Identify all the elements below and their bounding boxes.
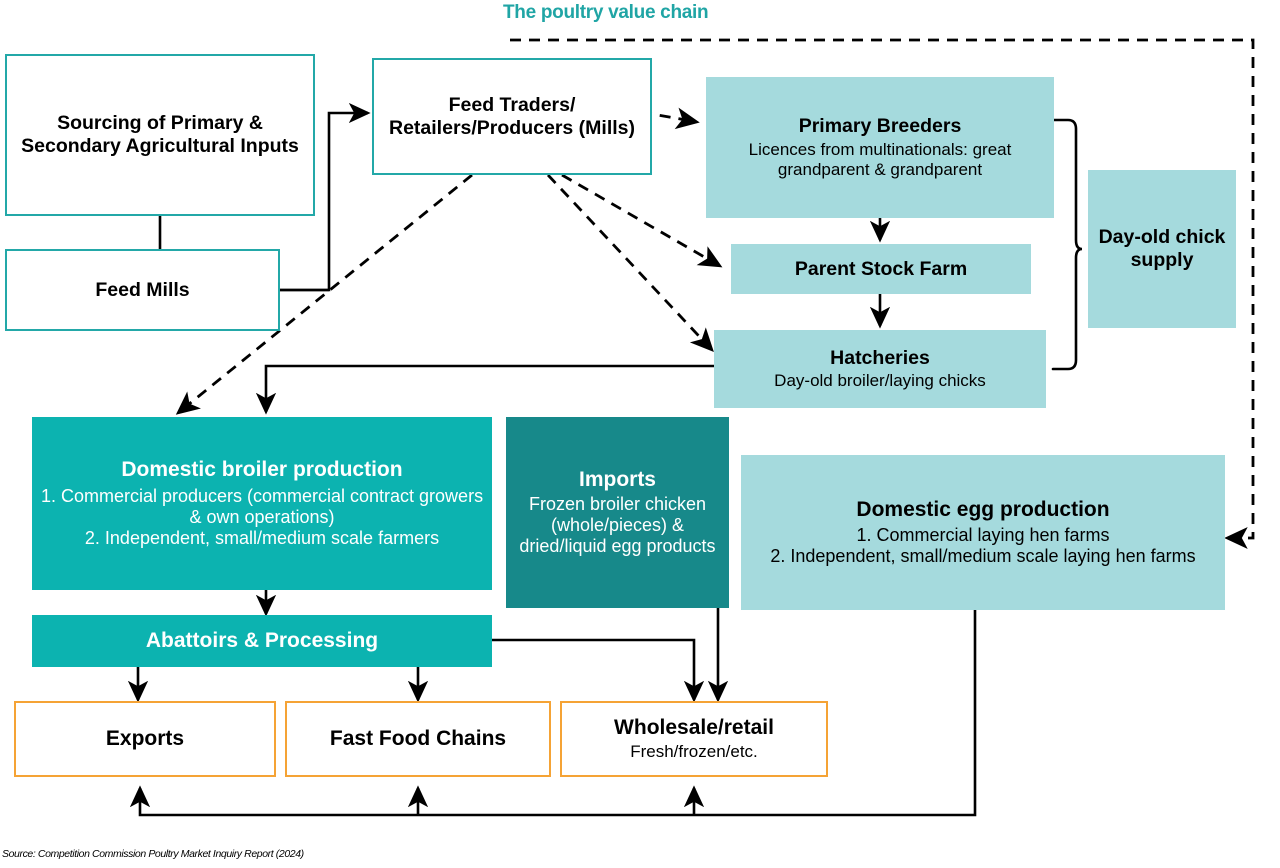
node-imports[interactable]: Imports Frozen broiler chicken (whole/pi… xyxy=(506,417,729,608)
node-primary-breeders-title: Primary Breeders xyxy=(798,115,962,138)
node-exports-title: Exports xyxy=(105,726,185,750)
node-domestic-broiler-production-sub: 1. Commercial producers (commercial cont… xyxy=(40,485,484,548)
node-fast-food-chains-title: Fast Food Chains xyxy=(329,726,507,750)
node-hatcheries[interactable]: Hatcheries Day-old broiler/laying chicks xyxy=(714,330,1046,408)
node-exports[interactable]: Exports xyxy=(14,701,276,777)
node-feed-mills-title: Feed Mills xyxy=(95,278,190,301)
node-imports-sub: Frozen broiler chicken (whole/pieces) & … xyxy=(519,494,716,557)
node-primary-breeders-sub: Licences from multinationals: great gran… xyxy=(748,140,1012,179)
node-parent-stock-farm-title: Parent Stock Farm xyxy=(794,257,968,280)
node-day-old-chick-supply-title: Day-old chick supply xyxy=(1098,226,1226,271)
node-feed-traders-title: Feed Traders/ Retailers/Producers (Mills… xyxy=(389,93,635,139)
connector-feedtraders-to-parentstock-dashed xyxy=(561,173,723,268)
node-abattoirs-processing-title: Abattoirs & Processing xyxy=(145,628,379,652)
node-parent-stock-farm[interactable]: Parent Stock Farm xyxy=(731,244,1031,294)
connector-feedtraders-to-hatcheries-dashed xyxy=(546,174,714,353)
node-hatcheries-title: Hatcheries xyxy=(830,347,930,370)
brace-day-old-chick-supply xyxy=(1051,118,1083,371)
node-sourcing-inputs[interactable]: Sourcing of Primary & Secondary Agricult… xyxy=(5,54,315,216)
node-hatcheries-sub: Day-old broiler/laying chicks xyxy=(774,370,986,390)
node-domestic-broiler-production[interactable]: Domestic broiler production 1. Commercia… xyxy=(32,417,492,590)
node-day-old-chick-supply[interactable]: Day-old chick supply xyxy=(1088,170,1236,328)
node-domestic-broiler-production-title: Domestic broiler production xyxy=(121,458,403,482)
node-imports-title: Imports xyxy=(578,467,656,491)
node-wholesale-retail-title: Wholesale/retail xyxy=(614,716,774,740)
source-caption: Source: Competition Commission Poultry M… xyxy=(2,848,304,860)
node-fast-food-chains[interactable]: Fast Food Chains xyxy=(285,701,551,777)
node-sourcing-inputs-title: Sourcing of Primary & Secondary Agricult… xyxy=(21,112,299,157)
node-domestic-egg-production-sub: 1. Commercial laying hen farms 2. Indepe… xyxy=(770,525,1196,567)
page-title: The poultry value chain xyxy=(503,2,709,23)
node-domestic-egg-production-title: Domestic egg production xyxy=(856,497,1110,521)
node-feed-traders[interactable]: Feed Traders/ Retailers/Producers (Mills… xyxy=(372,58,652,175)
node-primary-breeders[interactable]: Primary Breeders Licences from multinati… xyxy=(706,77,1054,218)
node-abattoirs-processing[interactable]: Abattoirs & Processing xyxy=(32,615,492,667)
node-wholesale-retail[interactable]: Wholesale/retail Fresh/frozen/etc. xyxy=(560,701,828,777)
node-domestic-egg-production[interactable]: Domestic egg production 1. Commercial la… xyxy=(741,455,1225,610)
node-feed-mills[interactable]: Feed Mills xyxy=(5,249,280,331)
connector-abattoirs-to-wholesale xyxy=(492,638,705,703)
node-wholesale-retail-sub: Fresh/frozen/etc. xyxy=(630,741,758,761)
